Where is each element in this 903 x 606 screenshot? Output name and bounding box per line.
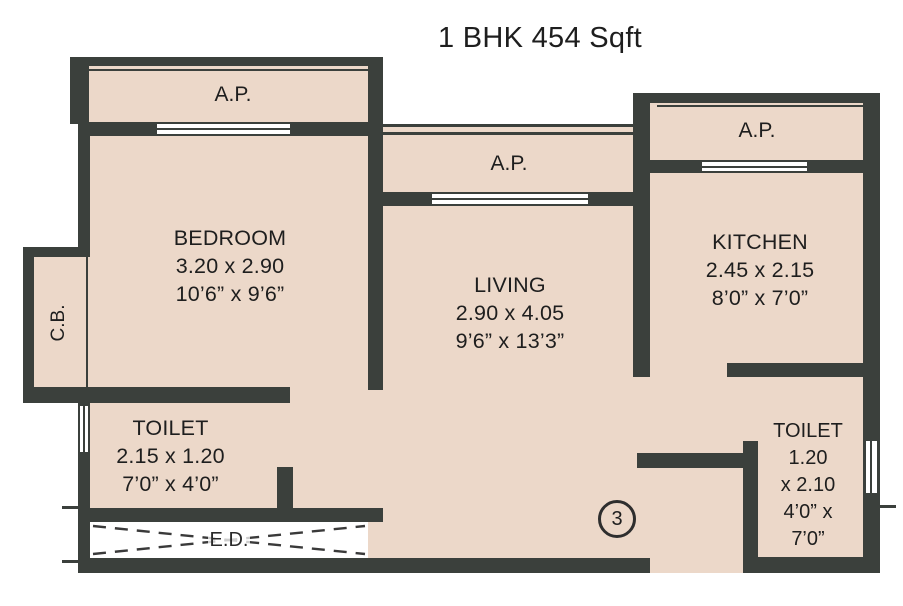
wall-segment [588,192,638,206]
dimension-tick [880,505,896,508]
living-label: LIVING 2.90 x 4.05 9’6” x 13’3” [385,271,635,355]
window [864,441,879,493]
living-floor [380,194,638,560]
wall-segment [78,558,650,573]
wall-segment [633,93,650,377]
balcony-railing-line [88,69,378,71]
window [702,160,807,173]
toilet-2-dimensions-ft1: 4’0” x [783,501,833,523]
dimension-tick [62,506,78,509]
unit-number-badge: 3 [598,500,636,538]
toilet-1-label: TOILET 2.15 x 1.20 7’0” x 4’0” [78,414,263,498]
ed-label: E.D. [207,529,251,551]
toilet-2-dimensions-m2: x 2.10 [780,474,836,496]
wall-segment [368,57,383,390]
wall-segment [758,557,880,573]
bedroom-dimensions-ft: 10’6” x 9’6” [175,282,285,306]
entrance-duct-box: E.D. [90,522,368,558]
balcony-ap3-label: A.P. [738,119,776,142]
wall-segment [70,57,89,124]
wall-segment [372,192,432,206]
balcony-ap1-floor [88,64,378,124]
cupboard-label: C.B. [48,304,69,342]
kitchen-label: KITCHEN 2.45 x 2.15 8’0” x 7’0” [655,228,865,312]
balcony-ap1-label: A.P. [214,83,252,106]
bedroom-dimensions-m: 3.20 x 2.90 [175,254,285,278]
window [432,192,588,206]
wall-segment [807,160,880,173]
dimension-tick [62,560,78,563]
wall-segment [290,122,383,136]
wall-segment [70,57,382,66]
window [78,406,90,452]
wall-segment [743,441,758,573]
bedroom-name: BEDROOM [173,226,287,250]
balcony-railing-line [383,124,636,135]
toilet-1-name: TOILET [132,416,209,440]
kitchen-name: KITCHEN [712,230,808,254]
toilet-1-dimensions-m: 2.15 x 1.20 [116,444,225,468]
wall-segment [23,247,34,403]
wall-segment [23,247,90,257]
unit-number: 3 [611,507,623,530]
wall-segment [863,93,880,573]
toilet-2-dimensions-m1: 1.20 [788,447,828,469]
wall-segment [78,122,157,136]
living-dimensions-ft: 9’6” x 13’3” [455,329,565,353]
wall-segment [23,387,290,403]
wall-segment [637,453,747,468]
toilet-1-dimensions-ft: 7’0” x 4’0” [122,472,219,496]
bedroom-passage-floor [88,124,383,560]
balcony-ap2-label: A.P. [490,152,528,175]
kitchen-dimensions-m: 2.45 x 2.15 [705,258,815,282]
wall-segment [78,508,383,522]
cupboard-floor [32,250,90,402]
toilet-2-label: TOILET 1.20 x 2.10 4’0” x 7’0” [760,418,856,553]
toilet-2-name: TOILET [773,420,843,442]
wall-segment [277,467,293,512]
toilet-2-dimensions-ft2: 7’0” [791,528,825,550]
balcony-ap2-floor [380,128,638,194]
living-dimensions-m: 2.90 x 4.05 [455,301,565,325]
bedroom-label: BEDROOM 3.20 x 2.90 10’6” x 9’6” [95,224,365,308]
plan-title: 1 BHK 454 Sqft [437,22,643,54]
balcony-railing-line [657,105,863,107]
living-name: LIVING [474,273,546,297]
wall-segment [727,363,880,377]
wall-segment [78,122,90,257]
wall-segment [650,160,702,173]
balcony-ap3-floor [648,100,866,162]
cupboard-front-line [86,257,88,403]
wall-segment [650,93,880,103]
kitchen-dimensions-ft: 8’0” x 7’0” [711,286,809,310]
window [157,122,290,136]
